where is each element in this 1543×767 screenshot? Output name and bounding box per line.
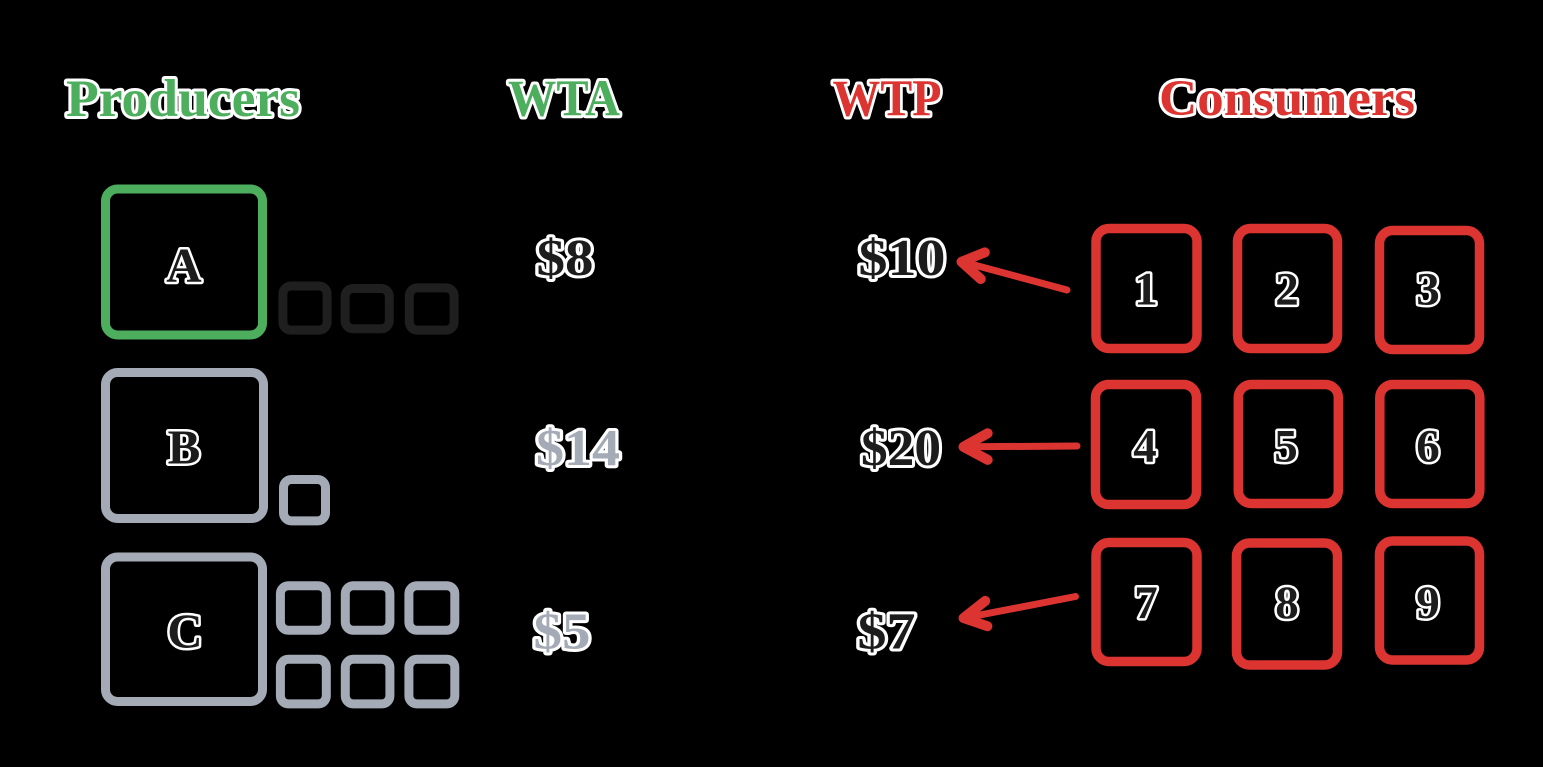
svg-text:7: 7 xyxy=(1134,577,1158,629)
svg-text:$10: $10 xyxy=(859,230,946,287)
svg-text:WTA: WTA xyxy=(508,71,620,128)
svg-text:9: 9 xyxy=(1416,577,1440,629)
svg-text:WTP: WTP xyxy=(833,71,942,128)
svg-text:$5: $5 xyxy=(534,604,591,661)
svg-text:1: 1 xyxy=(1134,264,1158,316)
svg-text:B: B xyxy=(168,420,201,475)
svg-text:$20: $20 xyxy=(861,420,941,477)
svg-text:Producers: Producers xyxy=(66,70,300,128)
svg-text:$14: $14 xyxy=(536,420,620,477)
svg-text:A: A xyxy=(166,238,202,293)
svg-text:Consumers: Consumers xyxy=(1159,71,1415,127)
svg-text:3: 3 xyxy=(1416,264,1440,316)
svg-text:6: 6 xyxy=(1416,421,1440,473)
svg-text:2: 2 xyxy=(1275,264,1299,316)
svg-text:C: C xyxy=(167,604,202,659)
svg-text:4: 4 xyxy=(1133,421,1157,473)
svg-text:$8: $8 xyxy=(537,230,594,287)
svg-text:5: 5 xyxy=(1274,421,1298,473)
svg-text:8: 8 xyxy=(1275,577,1299,629)
svg-text:$7: $7 xyxy=(858,604,916,661)
